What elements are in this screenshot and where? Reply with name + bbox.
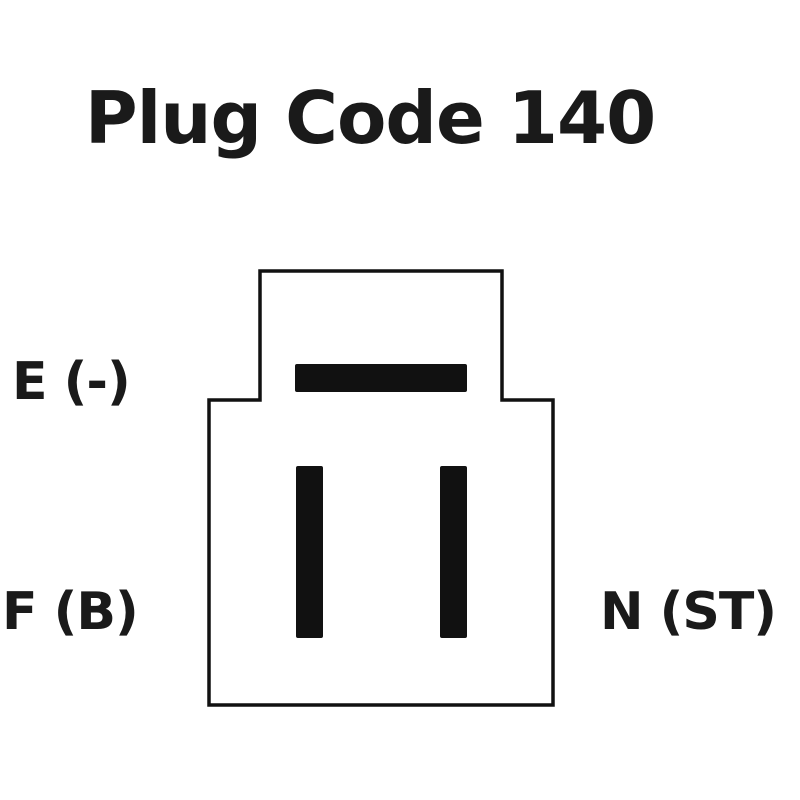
diagram-title: Plug Code 140 <box>84 76 656 160</box>
pin-label-f: F (B) <box>2 582 139 642</box>
connector-housing-outline <box>207 269 555 707</box>
pin-terminal-n <box>440 466 467 638</box>
pin-terminal-f <box>296 466 323 638</box>
pin-label-e: E (-) <box>12 352 131 412</box>
pin-terminal-e <box>295 364 467 392</box>
pin-label-n: N (ST) <box>600 582 777 642</box>
